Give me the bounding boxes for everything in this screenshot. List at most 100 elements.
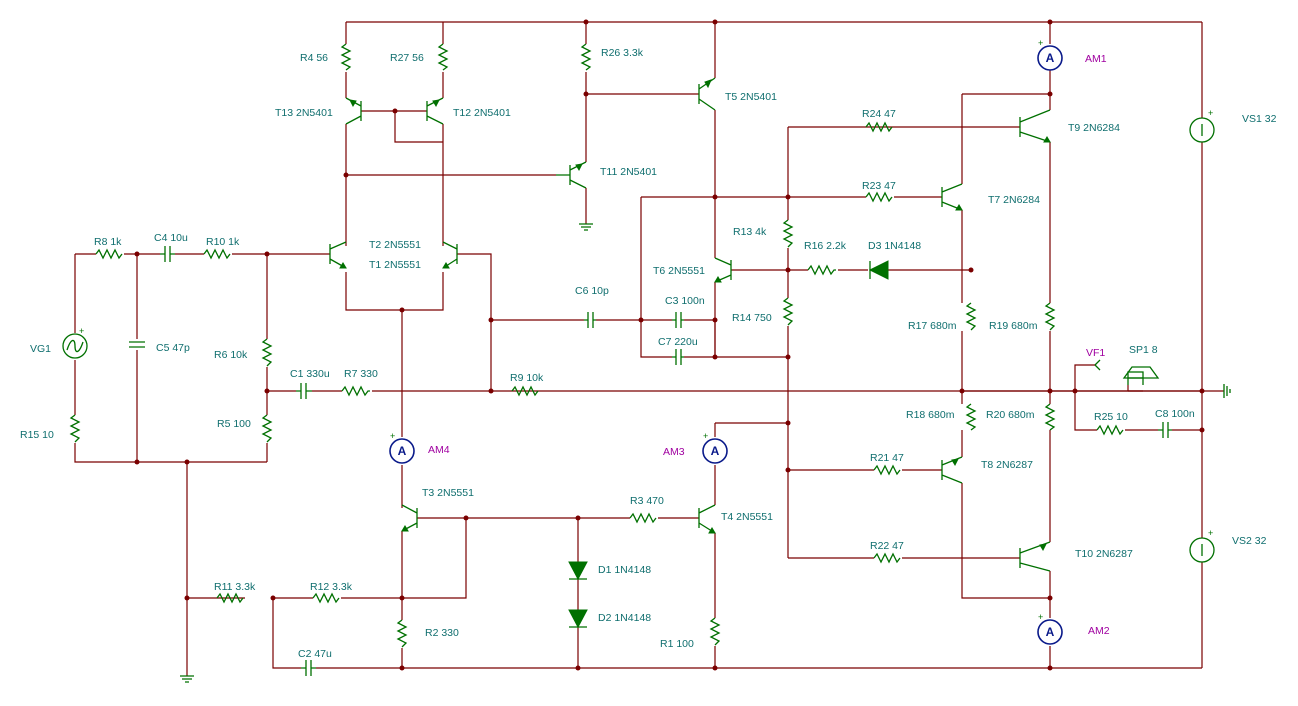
label-am2: AM2 [1088, 625, 1110, 637]
label-c7: C7 220u [658, 336, 698, 348]
label-r23: R23 47 [862, 180, 896, 192]
dc-source-vs1: + [1189, 108, 1215, 143]
svg-text:+: + [390, 431, 395, 441]
resistor-r16 [807, 264, 836, 276]
transistors [329, 77, 1051, 572]
label-r15: R15 10 [20, 429, 54, 441]
ammeter-am4: A + [389, 431, 415, 464]
diodes [568, 260, 889, 629]
resistor-r2 [396, 619, 408, 648]
diode-d3 [868, 260, 889, 280]
label-c2: C2 47u [298, 648, 332, 660]
capacitor-c8 [1158, 422, 1172, 438]
svg-text:+: + [1038, 612, 1043, 622]
ammeter-glyph: A [1046, 51, 1055, 65]
voltage-probe-vf1 [1094, 359, 1101, 371]
label-r27: R27 56 [390, 52, 424, 64]
transistor-t5 [698, 77, 716, 111]
ammeter-glyph: A [711, 444, 720, 458]
wires [74, 21, 1224, 676]
resistor-r24 [865, 121, 893, 133]
label-r4: R4 56 [300, 52, 328, 64]
label-c4: C4 10u [154, 232, 188, 244]
signal-generator-vg1: + [62, 326, 88, 359]
label-t9: T9 2N6284 [1068, 122, 1120, 134]
ammeter-am2: A + [1037, 612, 1063, 645]
resistor-r20 [1044, 403, 1056, 431]
resistor-r3 [629, 512, 657, 524]
resistors-horizontal [95, 121, 1124, 604]
resistor-r26 [580, 43, 592, 71]
resistor-r5 [261, 414, 273, 443]
label-r1: R1 100 [660, 638, 694, 650]
capacitor-c1 [296, 383, 312, 399]
label-r7: R7 330 [344, 368, 378, 380]
label-r16: R16 2.2k [804, 240, 847, 252]
diode-d1 [568, 561, 588, 581]
label-t5: T5 2N5401 [725, 91, 777, 103]
label-t1: T1 2N5551 [369, 259, 421, 271]
transistor-t8 [941, 456, 963, 484]
label-r3: R3 470 [630, 495, 664, 507]
label-r21: R21 47 [870, 452, 904, 464]
component-labels: R4 56 R27 56 R26 3.3k T13 2N5401 T12 2N5… [20, 47, 1277, 660]
label-r13: R13 4k [733, 226, 767, 238]
ground-symbols [180, 223, 1231, 683]
label-d1: D1 1N4148 [598, 564, 651, 576]
label-d3: D3 1N4148 [868, 240, 921, 252]
transistor-t2 [329, 241, 347, 269]
resistors [69, 43, 1056, 648]
transistor-t3 [401, 504, 418, 532]
resistor-r14 [782, 297, 794, 326]
resistor-r13 [782, 219, 794, 248]
label-r24: R24 47 [862, 108, 896, 120]
label-am4: AM4 [428, 444, 450, 456]
label-d2: D2 1N4148 [598, 612, 651, 624]
resistor-r6 [261, 338, 273, 367]
ammeter-glyph: A [398, 444, 407, 458]
label-t10: T10 2N6287 [1075, 548, 1133, 560]
label-c3: C3 100n [665, 295, 705, 307]
label-c5: C5 47p [156, 342, 190, 354]
ground-icon [180, 675, 194, 683]
transistor-t7 [941, 183, 963, 211]
diode-d2 [568, 609, 588, 629]
label-am1: AM1 [1085, 53, 1107, 65]
capacitor-c3 [672, 312, 684, 328]
transistor-t6 [714, 257, 732, 283]
label-sp1: SP1 8 [1129, 344, 1158, 356]
ground-icon [579, 223, 593, 231]
resistor-r17 [965, 302, 977, 331]
label-t13: T13 2N5401 [275, 107, 333, 119]
transistor-t11 [556, 161, 587, 189]
sources: + + + [62, 108, 1215, 563]
label-r22: R22 47 [870, 540, 904, 552]
resistor-r11 [216, 592, 244, 604]
svg-text:+: + [1038, 38, 1043, 48]
label-vg1: VG1 [30, 343, 51, 355]
transistor-t9 [1019, 109, 1051, 143]
ammeter-am1: A + [1037, 38, 1063, 71]
resistor-r15 [69, 414, 81, 443]
label-r25: R25 10 [1094, 411, 1128, 423]
label-t11: T11 2N5401 [600, 166, 657, 178]
ammeter-glyph: A [1046, 625, 1055, 639]
ground-icon [1223, 384, 1231, 398]
label-t2: T2 2N5551 [369, 239, 421, 251]
capacitors [129, 246, 1172, 676]
resistor-r12 [312, 592, 340, 604]
label-t12: T12 2N5401 [453, 107, 511, 119]
transistor-t4 [698, 504, 716, 534]
resistor-r21 [873, 464, 901, 476]
resistor-r19 [1044, 302, 1056, 331]
label-t7: T7 2N6284 [988, 194, 1040, 206]
label-r14: R14 750 [732, 312, 772, 324]
meter-labels: AM1 AM2 AM3 AM4 [428, 53, 1110, 637]
resistor-r8 [95, 248, 123, 260]
transistor-t12 [426, 97, 444, 125]
label-t4: T4 2N5551 [721, 511, 773, 523]
transistor-t10 [1019, 541, 1051, 572]
capacitor-c5 [129, 341, 145, 348]
svg-text:+: + [79, 326, 84, 336]
